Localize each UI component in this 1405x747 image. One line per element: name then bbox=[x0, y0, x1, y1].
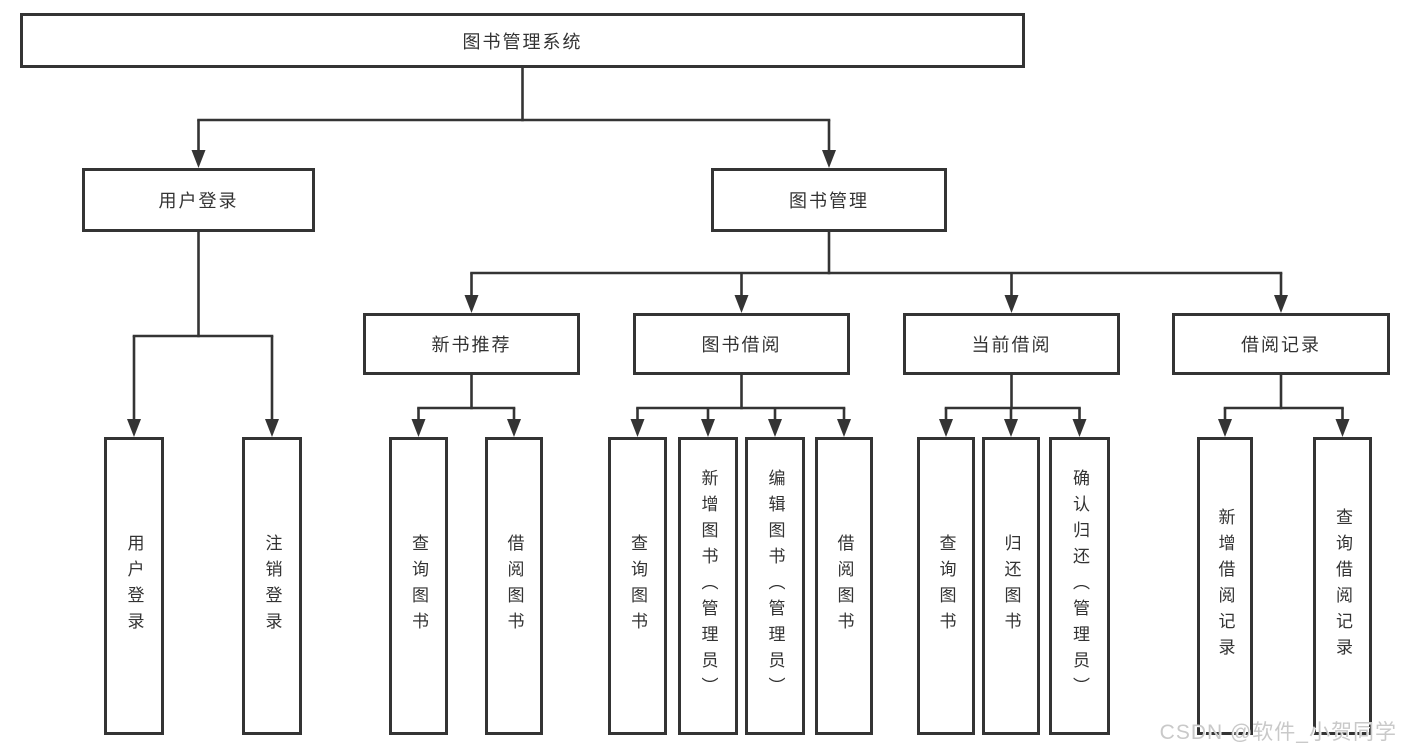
node-label: 归还图书 bbox=[1001, 534, 1021, 638]
arrowhead-down-icon bbox=[630, 419, 645, 437]
node-label: 查询图书 bbox=[409, 534, 428, 638]
arrowhead-down-icon bbox=[734, 295, 749, 313]
node-leaf-borrow-books: 借阅图书 bbox=[815, 437, 873, 735]
node-label: 新增借阅记录 bbox=[1215, 508, 1235, 664]
node-leaf-return-books: 归还图书 bbox=[982, 437, 1040, 735]
arrowhead-down-icon bbox=[411, 419, 426, 437]
node-leaf-query-books-borrow: 查询图书 bbox=[608, 437, 667, 735]
node-book-management: 图书管理 bbox=[711, 168, 947, 232]
node-leaf-add-borrow-record: 新增借阅记录 bbox=[1197, 437, 1253, 735]
node-leaf-confirm-return-admin: 确认归还（管理员） bbox=[1049, 437, 1110, 735]
node-leaf-add-books-admin: 新增图书（管理员） bbox=[678, 437, 738, 735]
node-current-borrowing: 当前借阅 bbox=[903, 313, 1120, 375]
arrowhead-down-icon bbox=[507, 419, 521, 437]
node-leaf-logout: 注销登录 bbox=[242, 437, 302, 735]
node-book-borrowing: 图书借阅 bbox=[633, 313, 850, 375]
arrowhead-down-icon bbox=[1274, 295, 1288, 313]
node-label: 编辑图书（管理员） bbox=[765, 469, 785, 703]
arrowhead-down-icon bbox=[768, 419, 782, 437]
node-library-management-system: 图书管理系统 bbox=[20, 13, 1025, 68]
arrowhead-down-icon bbox=[939, 419, 953, 437]
arrowhead-down-icon bbox=[127, 419, 141, 437]
arrowhead-down-icon bbox=[1218, 419, 1232, 437]
node-borrowing-records: 借阅记录 bbox=[1172, 313, 1390, 375]
node-label: 查询借阅记录 bbox=[1333, 508, 1352, 664]
node-leaf-query-books-recommend: 查询图书 bbox=[389, 437, 448, 735]
arrowhead-down-icon bbox=[701, 419, 715, 437]
node-leaf-user-login: 用户登录 bbox=[104, 437, 164, 735]
node-label: 新增图书（管理员） bbox=[698, 469, 718, 703]
node-label: 借阅图书 bbox=[834, 534, 854, 638]
node-label: 注销登录 bbox=[262, 534, 282, 638]
arrowhead-down-icon bbox=[1072, 419, 1087, 437]
node-leaf-query-borrow-record: 查询借阅记录 bbox=[1313, 437, 1372, 735]
node-leaf-borrow-books-recommend: 借阅图书 bbox=[485, 437, 543, 735]
arrowhead-down-icon bbox=[191, 150, 206, 168]
node-label: 查询图书 bbox=[936, 534, 956, 638]
csdn-watermark: CSDN @软件_小贺同学 bbox=[1159, 721, 1397, 744]
node-new-book-recommendation: 新书推荐 bbox=[363, 313, 580, 375]
arrowhead-down-icon bbox=[1335, 419, 1350, 437]
node-user-login: 用户登录 bbox=[82, 168, 315, 232]
node-label: 查询图书 bbox=[628, 534, 647, 638]
node-label: 用户登录 bbox=[124, 534, 144, 638]
arrowhead-down-icon bbox=[265, 419, 279, 437]
node-label: 借阅图书 bbox=[504, 534, 524, 638]
node-leaf-edit-books-admin: 编辑图书（管理员） bbox=[745, 437, 805, 735]
node-leaf-query-books-current: 查询图书 bbox=[917, 437, 975, 735]
arrowhead-down-icon bbox=[837, 419, 851, 437]
arrowhead-down-icon bbox=[464, 295, 479, 313]
node-label: 确认归还（管理员） bbox=[1070, 469, 1089, 703]
arrowhead-down-icon bbox=[822, 150, 836, 168]
arrowhead-down-icon bbox=[1004, 295, 1019, 313]
arrowhead-down-icon bbox=[1004, 419, 1018, 437]
